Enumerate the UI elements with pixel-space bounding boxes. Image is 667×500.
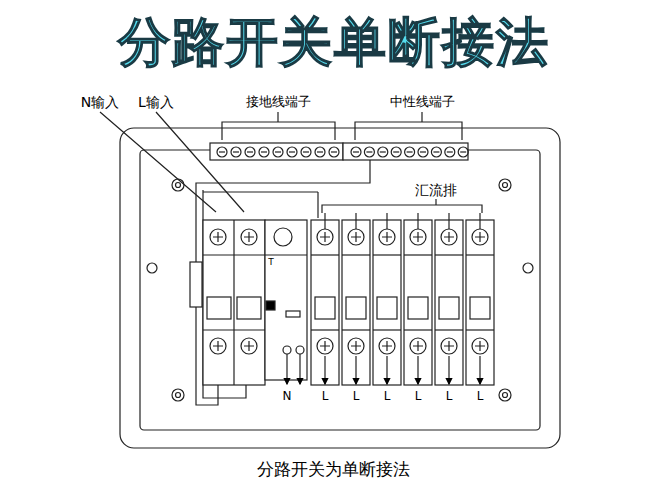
output-label: L [444, 390, 455, 403]
test-button-label: T [266, 258, 276, 268]
output-label: N [281, 390, 294, 403]
input-label: L输入 [136, 95, 176, 110]
busbar-label: 汇流排 [413, 183, 459, 198]
output-label: L [320, 390, 331, 403]
output-label: L [382, 390, 393, 403]
terminal-label: 中性线端子 [388, 95, 457, 109]
caption: 分路开关为单断接法 [0, 458, 667, 481]
title: 分路开关单断接法 [0, 14, 667, 71]
terminal-label: 接地线端子 [244, 95, 313, 109]
output-label: L [475, 390, 486, 403]
input-label: N输入 [79, 95, 121, 110]
output-label: L [413, 390, 424, 403]
output-label: L [351, 390, 362, 403]
